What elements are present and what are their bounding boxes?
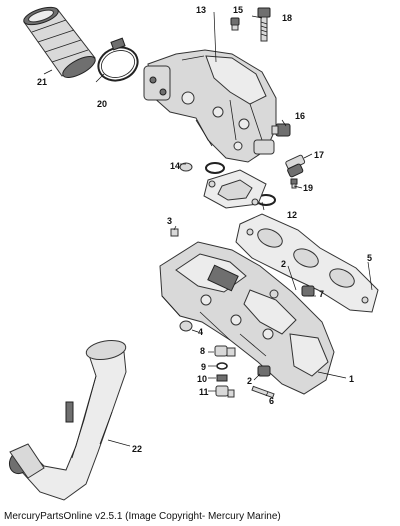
stud-bolt-part[interactable] xyxy=(251,385,275,399)
exhaust-bellows-part[interactable] xyxy=(22,4,98,82)
fitting-nut-part[interactable] xyxy=(216,374,228,382)
callout-8: 8 xyxy=(200,346,205,356)
elbow-fitting-top-part[interactable] xyxy=(214,345,236,357)
leader-lines xyxy=(43,11,373,447)
exhaust-manifold-part[interactable] xyxy=(159,241,335,395)
callout-3: 3 xyxy=(167,216,172,226)
callout-19: 19 xyxy=(303,183,313,193)
callout-20: 20 xyxy=(97,99,107,109)
elbow-gasket-part[interactable] xyxy=(203,169,267,209)
o-ring-left-part[interactable] xyxy=(205,162,225,174)
copyright-footer: MercuryPartsOnline v2.5.1 (Image Copyrig… xyxy=(4,511,281,522)
callout-7: 7 xyxy=(319,289,324,299)
callout-16: 16 xyxy=(295,111,305,121)
callout-4: 4 xyxy=(198,327,203,337)
screw-part[interactable] xyxy=(230,17,240,31)
callout-9: 9 xyxy=(201,362,206,372)
side-plug-part[interactable] xyxy=(179,320,193,332)
cap-part[interactable] xyxy=(179,162,193,172)
lower-plug-part[interactable] xyxy=(257,365,271,377)
o-ring-small-part[interactable] xyxy=(216,362,228,370)
plug-fitting-part[interactable] xyxy=(271,123,291,137)
drain-plug-part[interactable] xyxy=(301,285,315,297)
callout-22: 22 xyxy=(132,444,142,454)
long-bolt-part[interactable] xyxy=(257,7,271,42)
manifold-gasket-part[interactable] xyxy=(235,213,379,313)
callout-2a: 2 xyxy=(281,259,286,269)
small-plug-part[interactable] xyxy=(170,228,179,237)
riser-elbow-part[interactable] xyxy=(143,49,277,163)
hose-clamp-part[interactable] xyxy=(94,37,143,86)
callout-21: 21 xyxy=(37,77,47,87)
hose-fitting-part[interactable] xyxy=(285,154,306,178)
exhaust-pipe-part[interactable] xyxy=(5,338,127,501)
callout-14: 14 xyxy=(170,161,180,171)
callouts: 13 15 18 16 17 14 19 12 21 20 3 2 5 7 4 … xyxy=(37,5,372,454)
callout-17: 17 xyxy=(314,150,324,160)
callout-2b: 2 xyxy=(247,376,252,386)
callout-11: 11 xyxy=(199,387,209,397)
callout-18: 18 xyxy=(282,13,292,23)
callout-13: 13 xyxy=(196,5,206,15)
callout-1: 1 xyxy=(349,374,354,384)
callout-10: 10 xyxy=(197,374,207,384)
elbow-fitting-bottom-part[interactable] xyxy=(215,385,235,398)
callout-12: 12 xyxy=(287,210,297,220)
callout-6: 6 xyxy=(269,396,274,406)
callout-5: 5 xyxy=(367,253,372,263)
callout-15: 15 xyxy=(233,5,243,15)
